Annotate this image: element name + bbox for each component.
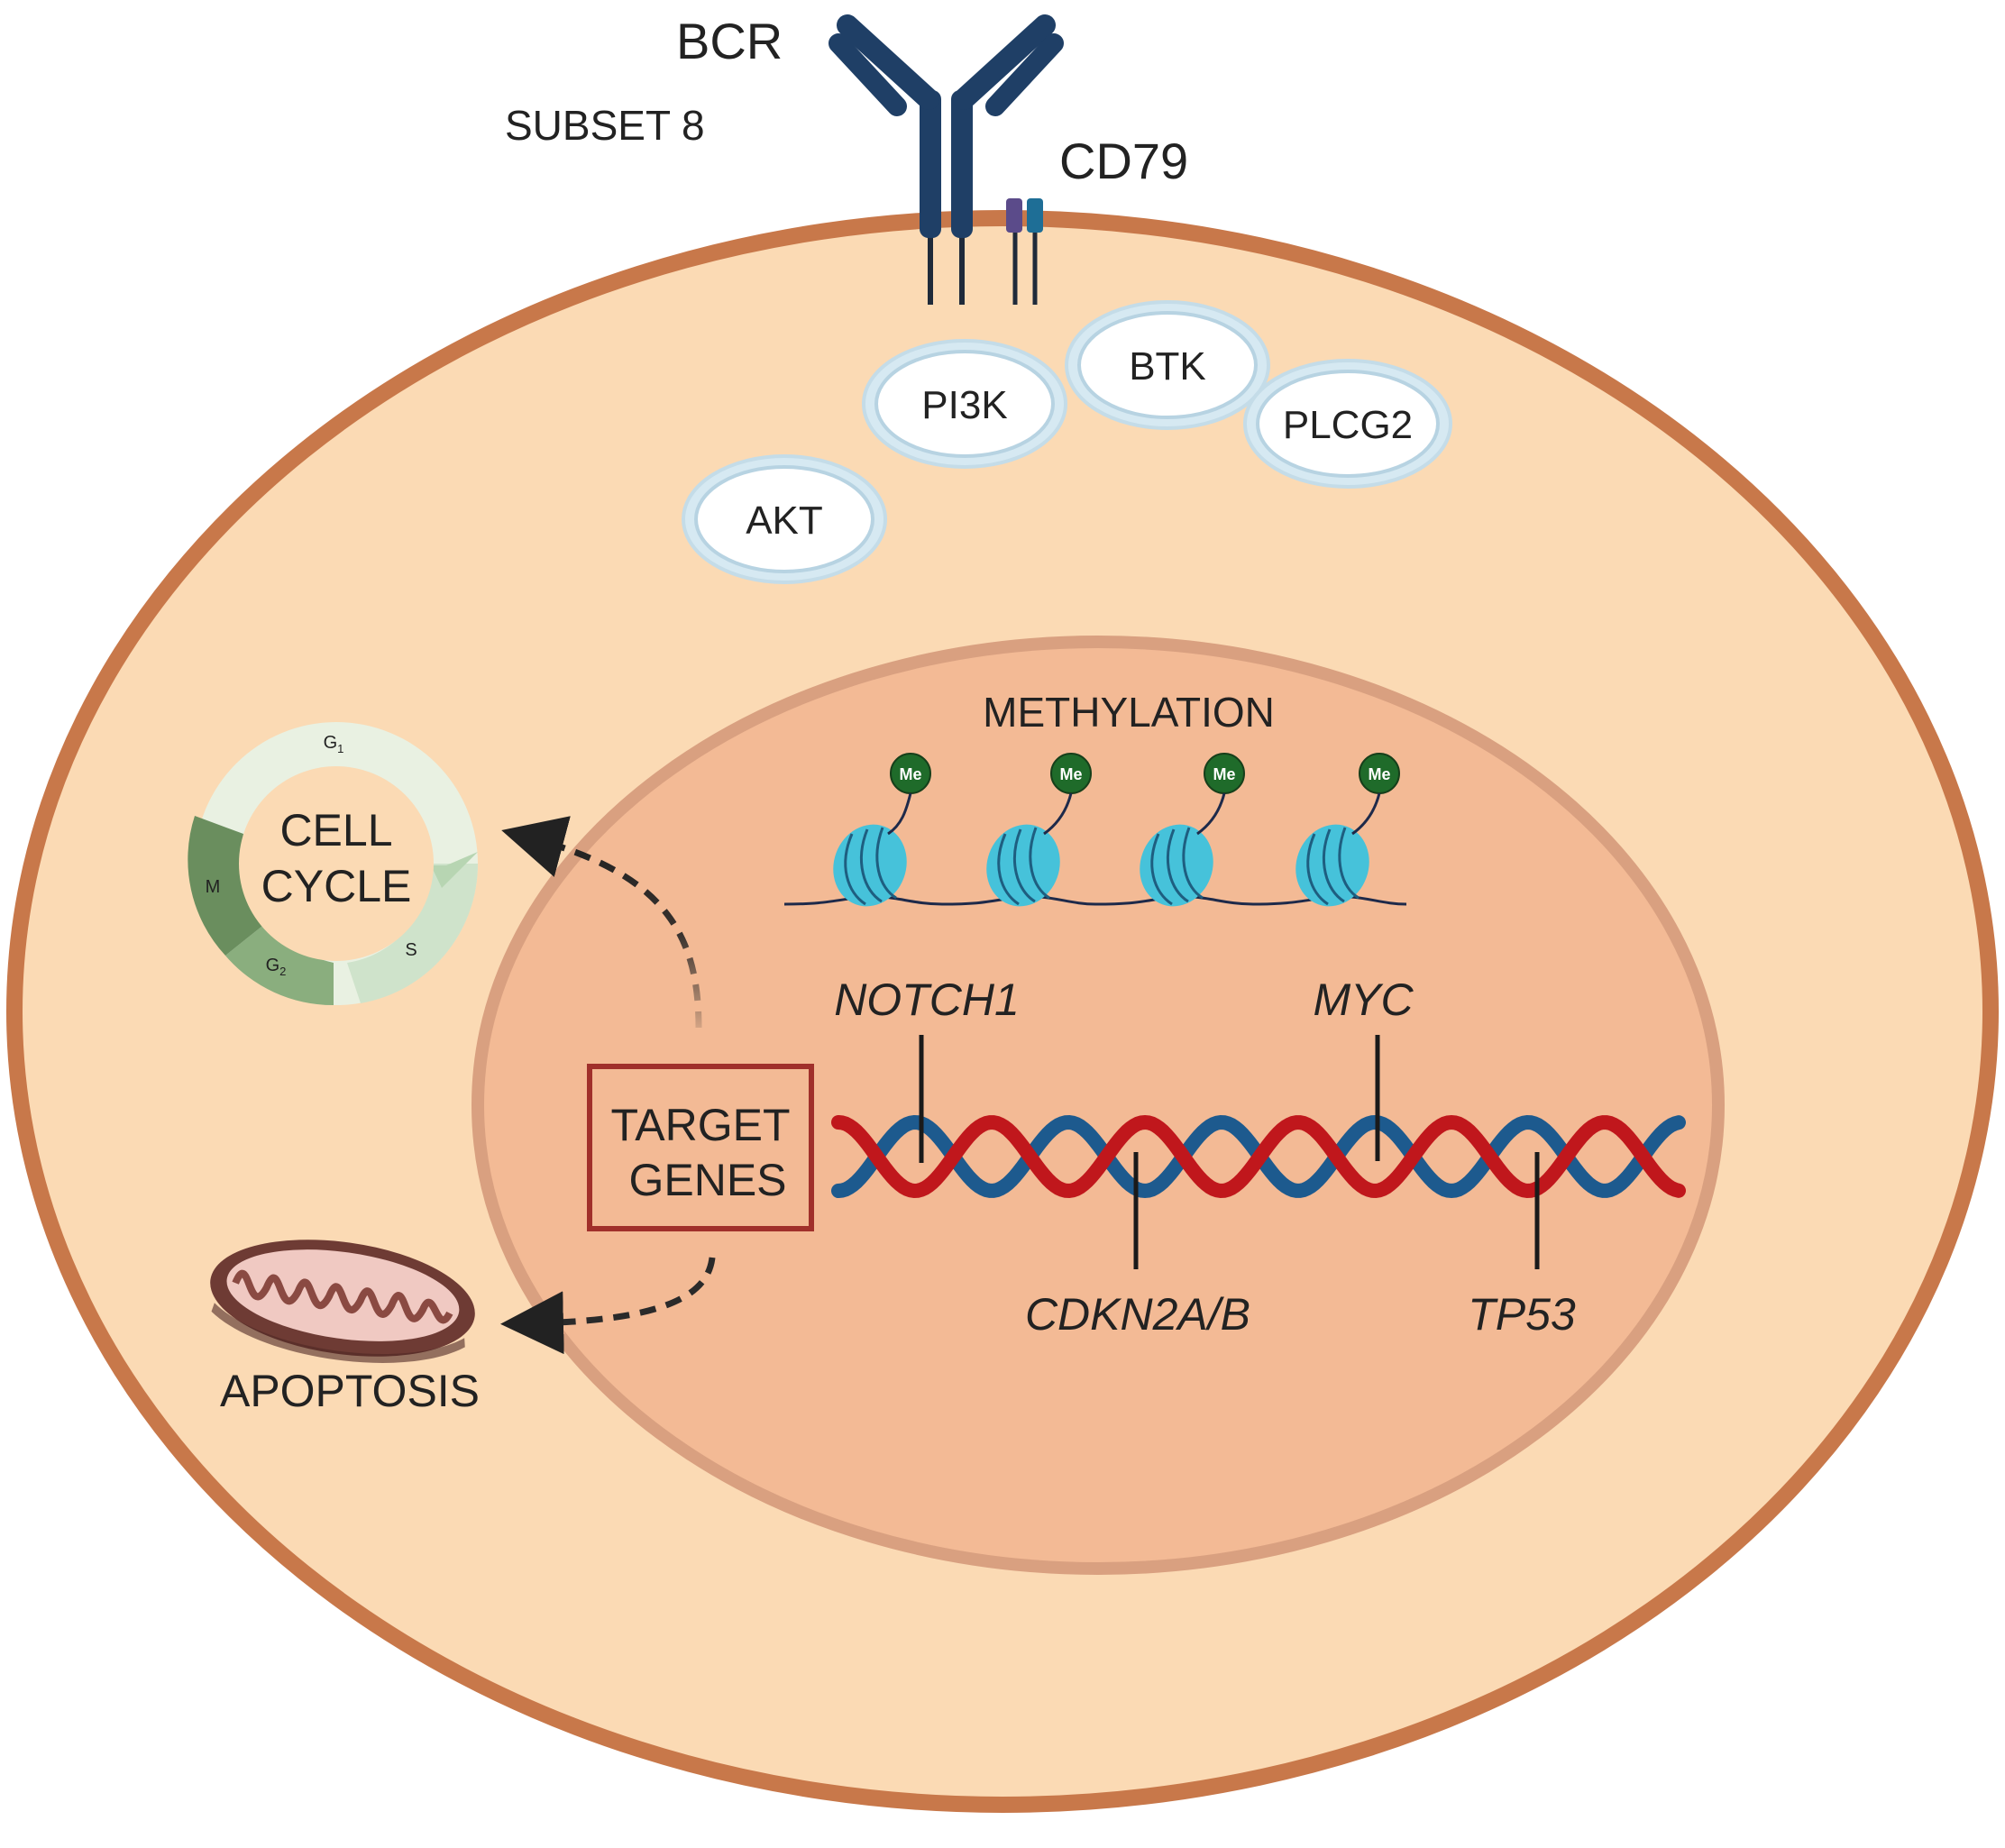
me-mark-2: Me xyxy=(1059,765,1082,783)
akt-protein: AKT xyxy=(682,454,887,584)
cd79-icon xyxy=(1006,198,1043,305)
me-mark-1: Me xyxy=(899,765,921,783)
cell-cycle-line1: CELL xyxy=(279,805,392,855)
chromatin: Me Me Me Me xyxy=(783,753,1407,907)
arrow-to-cell-cycle xyxy=(501,816,702,1029)
methylation-label: METHYLATION xyxy=(983,689,1275,736)
pi3k-protein: PI3K xyxy=(862,339,1067,469)
plcg2-label: PLCG2 xyxy=(1283,403,1413,447)
target-genes-line1: TARGET xyxy=(610,1100,790,1150)
nucleosome-4: Me xyxy=(1295,753,1400,907)
btk-label: BTK xyxy=(1129,344,1206,389)
gene-label-cdkn2ab: CDKN2A/B xyxy=(1025,1289,1250,1340)
gene-label-myc: MYC xyxy=(1313,974,1414,1025)
phase-g1: G1 xyxy=(324,733,344,755)
phase-g2: G2 xyxy=(266,956,287,978)
bcr-receptor-icon xyxy=(829,14,1064,305)
akt-label: AKT xyxy=(746,499,823,543)
mitochondrion-icon xyxy=(210,1240,475,1363)
nucleus xyxy=(471,636,1725,1575)
me-mark-3: Me xyxy=(1213,765,1235,783)
bcr-label: BCR xyxy=(676,13,783,69)
cell-cycle-icon: G1 S G2 M CELL CYCLE xyxy=(188,722,479,1006)
target-genes-line2: GENES xyxy=(628,1155,786,1205)
plcg2-protein: PLCG2 xyxy=(1243,359,1452,489)
arrow-to-apoptosis xyxy=(500,1257,716,1355)
gene-label-tp53: TP53 xyxy=(1468,1289,1576,1340)
gene-markers xyxy=(919,1035,1540,1269)
gene-label-notch1: NOTCH1 xyxy=(834,974,1020,1025)
pi3k-label: PI3K xyxy=(921,383,1007,427)
nucleosome-3: Me xyxy=(1140,753,1245,907)
nucleosome-1: Me xyxy=(833,753,931,907)
subset-label: SUBSET 8 xyxy=(505,102,705,149)
target-genes-box: TARGET GENES xyxy=(587,1064,814,1231)
cd79-label: CD79 xyxy=(1059,133,1188,189)
phase-s: S xyxy=(405,940,417,960)
btk-protein: BTK xyxy=(1065,300,1270,430)
cell-cycle-line2: CYCLE xyxy=(261,861,412,911)
nucleosome-2: Me xyxy=(986,753,1092,907)
me-mark-4: Me xyxy=(1368,765,1390,783)
apoptosis-label: APOPTOSIS xyxy=(220,1366,480,1416)
phase-m: M xyxy=(206,877,221,897)
